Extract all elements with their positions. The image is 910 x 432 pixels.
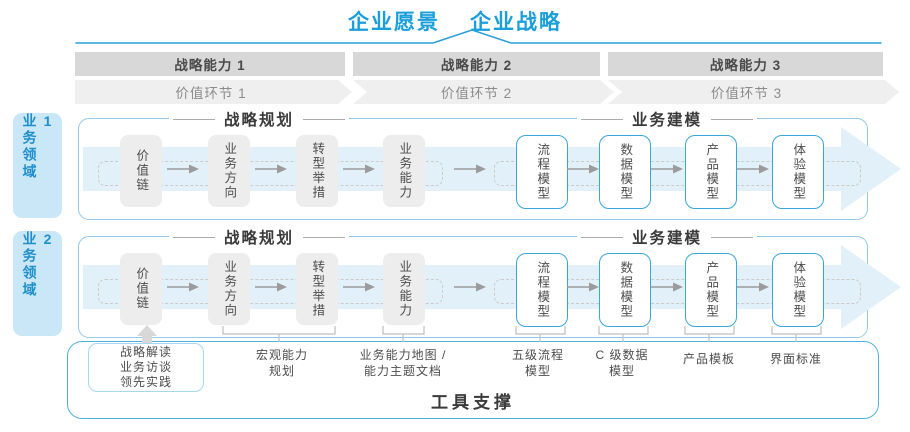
title-vision: 企业愿景 — [348, 11, 440, 34]
section-header-business-modeling: 业务建模 — [576, 108, 758, 130]
tool-support-label: 工具支撑 — [431, 393, 515, 412]
arrow-right-icon — [454, 164, 486, 174]
header-rule-left — [580, 118, 623, 120]
dashed-pipeline-right — [494, 279, 861, 304]
box-transformation-initiatives: 转型举措 — [296, 135, 338, 207]
capability-bar-1: 战略能力 1 — [75, 52, 345, 76]
box-business-direction: 业务方向 — [208, 253, 250, 325]
arrow-right-icon — [567, 164, 599, 174]
arrow-right-icon — [255, 282, 287, 292]
deliverable-macro-capability: 宏观能力规划 — [255, 348, 308, 378]
value-chain-chevrons — [75, 80, 899, 104]
strategy-inputs-box: 战略解读 业务访谈 领先实践 — [88, 343, 204, 392]
deliverable-c-level-data-model: C 级数据模型 — [595, 348, 649, 378]
box-business-capability: 业务能力 — [383, 253, 425, 325]
arrow-right-icon — [737, 164, 769, 174]
brace-connector — [598, 326, 649, 342]
domain-label-2: 业务领域 2 — [13, 231, 62, 336]
flow-band-arrowhead-icon — [841, 245, 901, 329]
page-title: 企业愿景 企业战略 — [0, 6, 910, 36]
brace-connector — [771, 326, 822, 342]
title-underline-peak — [75, 29, 882, 44]
dashed-pipeline-left — [98, 161, 443, 186]
arrow-right-icon — [167, 282, 199, 292]
arrow-right-icon — [167, 164, 199, 174]
value-link-3: 价值环节 3 — [710, 86, 783, 101]
box-process-model: 流程模型 — [516, 135, 568, 209]
arrow-right-icon — [454, 282, 486, 292]
box-value-chain: 价值链 — [120, 135, 162, 207]
value-link-2: 价值环节 2 — [440, 86, 513, 101]
arrow-right-icon — [737, 282, 769, 292]
flow-band-arrowhead-icon — [841, 127, 901, 211]
capability-bar-2: 战略能力 2 — [353, 52, 600, 76]
brace-connector — [222, 326, 336, 342]
arrow-right-icon — [651, 164, 683, 174]
box-business-direction: 业务方向 — [208, 135, 250, 207]
brace-connector — [515, 326, 566, 342]
brace-connector — [382, 326, 425, 342]
box-business-capability: 业务能力 — [383, 135, 425, 207]
header-rule-left — [580, 236, 623, 238]
domain-row-1: 价值链 业务方向 转型举措 业务能力 流程模型 数据模型 产品模型 体验模型 战… — [78, 108, 901, 220]
header-rule-left — [172, 118, 215, 120]
header-rule-right — [711, 236, 754, 238]
box-data-model: 数据模型 — [599, 253, 651, 327]
header-rule-right — [303, 118, 346, 120]
deliverable-capability-map: 业务能力地图 /能力主题文档 — [359, 348, 447, 378]
deliverable-l5-process-model: 五级流程模型 — [511, 348, 564, 378]
box-transformation-initiatives: 转型举措 — [296, 253, 338, 325]
section-header-business-modeling: 业务建模 — [576, 226, 758, 248]
section-header-strategic-planning: 战略规划 — [168, 108, 350, 130]
deliverable-ui-standard: 界面标准 — [769, 352, 822, 366]
box-process-model: 流程模型 — [516, 253, 568, 327]
box-value-chain: 价值链 — [120, 253, 162, 325]
box-data-model: 数据模型 — [599, 135, 651, 209]
capability-bar-3: 战略能力 3 — [608, 52, 883, 76]
arrow-right-icon — [651, 282, 683, 292]
domain-row-2: 价值链 业务方向 转型举措 业务能力 流程模型 数据模型 产品模型 体验模型 战… — [78, 226, 901, 338]
arrow-up-icon — [137, 325, 157, 336]
tool-support-container: 工具支撑 — [67, 341, 879, 419]
box-product-model: 产品模型 — [685, 253, 737, 327]
domain-label-1: 业务领域 1 — [13, 113, 62, 218]
arrow-right-icon — [343, 282, 375, 292]
dashed-pipeline-right — [494, 161, 861, 186]
value-link-1: 价值环节 1 — [175, 86, 247, 101]
arrow-right-icon — [343, 164, 375, 174]
dashed-pipeline-left — [98, 279, 443, 304]
section-header-strategic-planning: 战略规划 — [168, 226, 350, 248]
brace-connector — [684, 326, 735, 342]
box-product-model: 产品模型 — [685, 135, 737, 209]
deliverable-product-template: 产品模板 — [682, 352, 735, 366]
arrow-right-icon — [567, 282, 599, 292]
box-experience-model: 体验模型 — [772, 253, 824, 327]
arrow-right-icon — [255, 164, 287, 174]
arrow-up-stem — [142, 335, 152, 344]
title-strategy: 企业战略 — [470, 11, 562, 34]
header-rule-right — [303, 236, 346, 238]
box-experience-model: 体验模型 — [772, 135, 824, 209]
header-rule-right — [711, 118, 754, 120]
header-rule-left — [172, 236, 215, 238]
